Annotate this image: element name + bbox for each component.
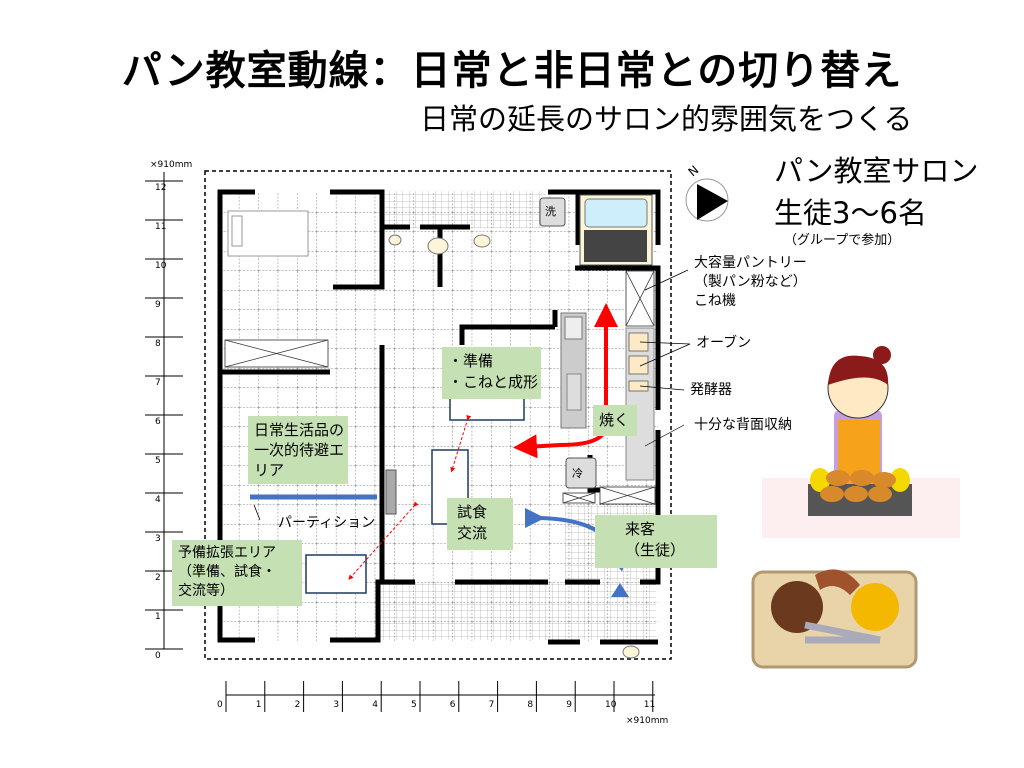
page-title: パン教室動線：日常と非日常との切り替え: [121, 48, 903, 94]
vertical-ruler-label: 6: [155, 417, 161, 427]
entrance-marker: [611, 583, 629, 597]
horizontal-ruler-label: 7: [488, 700, 495, 710]
zone-guest-line: 来客: [625, 520, 656, 538]
vertical-ruler-label: 2: [155, 573, 161, 583]
callout-storage: 十分な背面収納: [694, 417, 792, 433]
zone-tasting-line: 交流: [457, 524, 488, 542]
vertical-ruler-label: 3: [155, 534, 161, 544]
zone-reserve-line: 交流等）: [178, 583, 234, 599]
horizontal-ruler-label: 0: [217, 700, 223, 710]
horizontal-ruler-label: 8: [527, 700, 534, 710]
callout-proofer: 発酵器: [690, 382, 732, 398]
sink-1: [388, 234, 402, 246]
bathtub: [584, 198, 648, 228]
cabinet: [385, 469, 397, 515]
bath-floor: [584, 230, 647, 262]
callout-pantry-line: （製パン粉など）: [694, 274, 807, 290]
vertical-ruler-label: 8: [155, 339, 161, 349]
zone-prep: ・準備 ・こねと成形: [442, 347, 541, 399]
oven-2: [628, 355, 649, 375]
salon-note: （グループで参加）: [784, 233, 901, 248]
vertical-ruler-label: 10: [155, 261, 167, 271]
callout-leaders: [639, 269, 691, 447]
porch-tiles: [385, 191, 545, 228]
zone-tasting-line: 試食: [457, 503, 488, 521]
callout-pantry-line: こね機: [694, 293, 736, 309]
fridge: [565, 457, 597, 489]
zone-reserve-line: （準備、試食・: [178, 564, 276, 580]
horizontal-ruler-label: 10: [605, 700, 617, 710]
vertical-ruler-label: 12: [155, 183, 167, 193]
vertical-ruler-label: 0: [155, 651, 161, 661]
partition-label: パーティション: [278, 515, 376, 531]
flow-prep-tasting: [450, 414, 472, 473]
zone-daily-line: リア: [254, 461, 285, 479]
callout-pantry-line: 大容量パントリー: [694, 255, 807, 271]
salon-title: パン教室サロン: [774, 154, 979, 188]
horizontal-ruler-label: 2: [294, 700, 301, 710]
horizontal-ruler-label: 1: [255, 700, 262, 710]
vertical-ruler-label: 4: [155, 495, 161, 505]
zone-reserve-line: 予備拡張エリア: [178, 545, 276, 561]
zone-daily-line: 日常生活品の: [254, 421, 345, 439]
horizontal-ruler-unit: ×910mm: [626, 716, 669, 726]
fridge-label: 冷: [572, 467, 583, 480]
deck-tiles: [378, 582, 656, 640]
zone-guest: 来客 （生徒）: [595, 515, 717, 568]
reserve-table: [305, 554, 367, 594]
horizontal-ruler-label: 3: [333, 700, 340, 710]
horizontal-ruler-label: 9: [566, 700, 572, 710]
vertical-ruler-label: 5: [155, 456, 161, 466]
site-boundary: [204, 170, 672, 660]
salon-capacity: 生徒3～6名: [774, 196, 927, 230]
zone-prep-line: ・こねと成形: [448, 373, 539, 391]
callout-pantry: 大容量パントリー （製パン粉など） こね機: [694, 254, 807, 311]
zone-tasting: 試食 交流: [447, 498, 513, 550]
horizontal-ruler-label: 11: [643, 700, 656, 710]
vertical-ruler-unit: ×910mm: [150, 160, 193, 170]
zone-guest-line: （生徒）: [625, 541, 686, 559]
sink-2: [473, 234, 491, 248]
washer: [539, 197, 566, 227]
zone-prep-line: ・準備: [448, 352, 494, 370]
callout-oven: オーブン: [696, 335, 752, 351]
bread-tray-illustration: [751, 569, 918, 669]
washer-label: 洗: [545, 205, 556, 218]
closets: [224, 270, 656, 505]
teacher-illustration: [762, 346, 960, 538]
kitchen-sink: [566, 373, 582, 411]
horizontal-ruler-label: 5: [411, 700, 417, 710]
horizontal-ruler-label: 6: [449, 700, 456, 710]
zone-bake: 焼く: [593, 405, 637, 436]
walls: [217, 189, 661, 645]
vertical-ruler-label: 11: [155, 222, 167, 232]
toilet: [427, 237, 449, 255]
vertical-ruler-label: 9: [155, 300, 161, 310]
zone-daily: 日常生活品の 一次的待避エ リア: [248, 416, 348, 484]
partition-leader: [253, 504, 261, 521]
flow-tasting-reserve: [348, 501, 419, 580]
proofer: [628, 380, 649, 392]
pillow: [231, 215, 243, 247]
sink-outdoor: [622, 645, 640, 659]
stove-icon: [564, 316, 583, 340]
vertical-ruler-label: 1: [155, 612, 161, 622]
compass-icon: [685, 178, 729, 222]
back-storage: [625, 327, 655, 481]
vertical-ruler-label: 7: [155, 378, 161, 388]
zone-daily-line: 一次的待避エ: [254, 441, 345, 459]
horizontal-ruler-label: 4: [372, 700, 378, 710]
zone-reserve: 予備拡張エリア （準備、試食・ 交流等）: [172, 540, 302, 606]
page-subtitle: 日常の延長のサロン的雰囲気をつくる: [420, 102, 913, 136]
